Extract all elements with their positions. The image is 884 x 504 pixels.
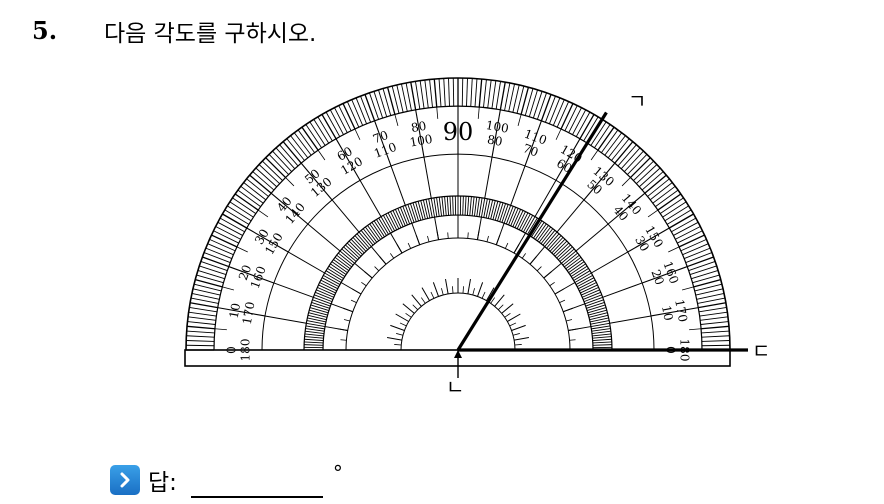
outer-scale-label: 10 [227,302,243,319]
answer-input-blank[interactable] [190,466,323,498]
outer-scale-label: 80 [410,119,427,135]
outer-scale-label: 170 [672,298,690,323]
answer-unit: ° [332,461,343,485]
center-90-label: 90 [443,118,474,146]
answer-area: 답: ° [110,461,343,498]
point-label-vertex: ㄴ [446,375,464,399]
point-label-right: ㄷ [752,339,770,363]
outer-scale-label: 70 [371,128,390,146]
outer-scale-label: 100 [485,118,510,136]
answer-label: 답: [148,470,177,496]
ray-to-top [456,111,608,351]
inner-scale-label: 30 [632,234,652,254]
chevron-right-icon [110,465,140,495]
outer-scale-label: 30 [252,227,272,247]
inner-scale-label: 10 [659,304,675,321]
question-text: 다음 각도를 구하시오. [104,21,317,47]
angle-rays [454,111,748,378]
inner-scale-label: 170 [240,301,258,326]
inner-scale-label: 180 [239,339,253,362]
inner-scale-label: 20 [648,268,666,287]
vertex-arrowhead [454,350,462,358]
inner-scale-label: 100 [409,132,434,150]
inner-scale-label: 80 [486,132,503,148]
outer-scale-label: 0 [225,346,239,354]
point-label-top: ㄱ [628,89,646,113]
outer-scale-label: 20 [236,263,254,282]
question-number: 5. [32,16,58,45]
outer-scale-label: 60 [335,144,355,164]
inner-scale-label: 70 [521,141,540,159]
